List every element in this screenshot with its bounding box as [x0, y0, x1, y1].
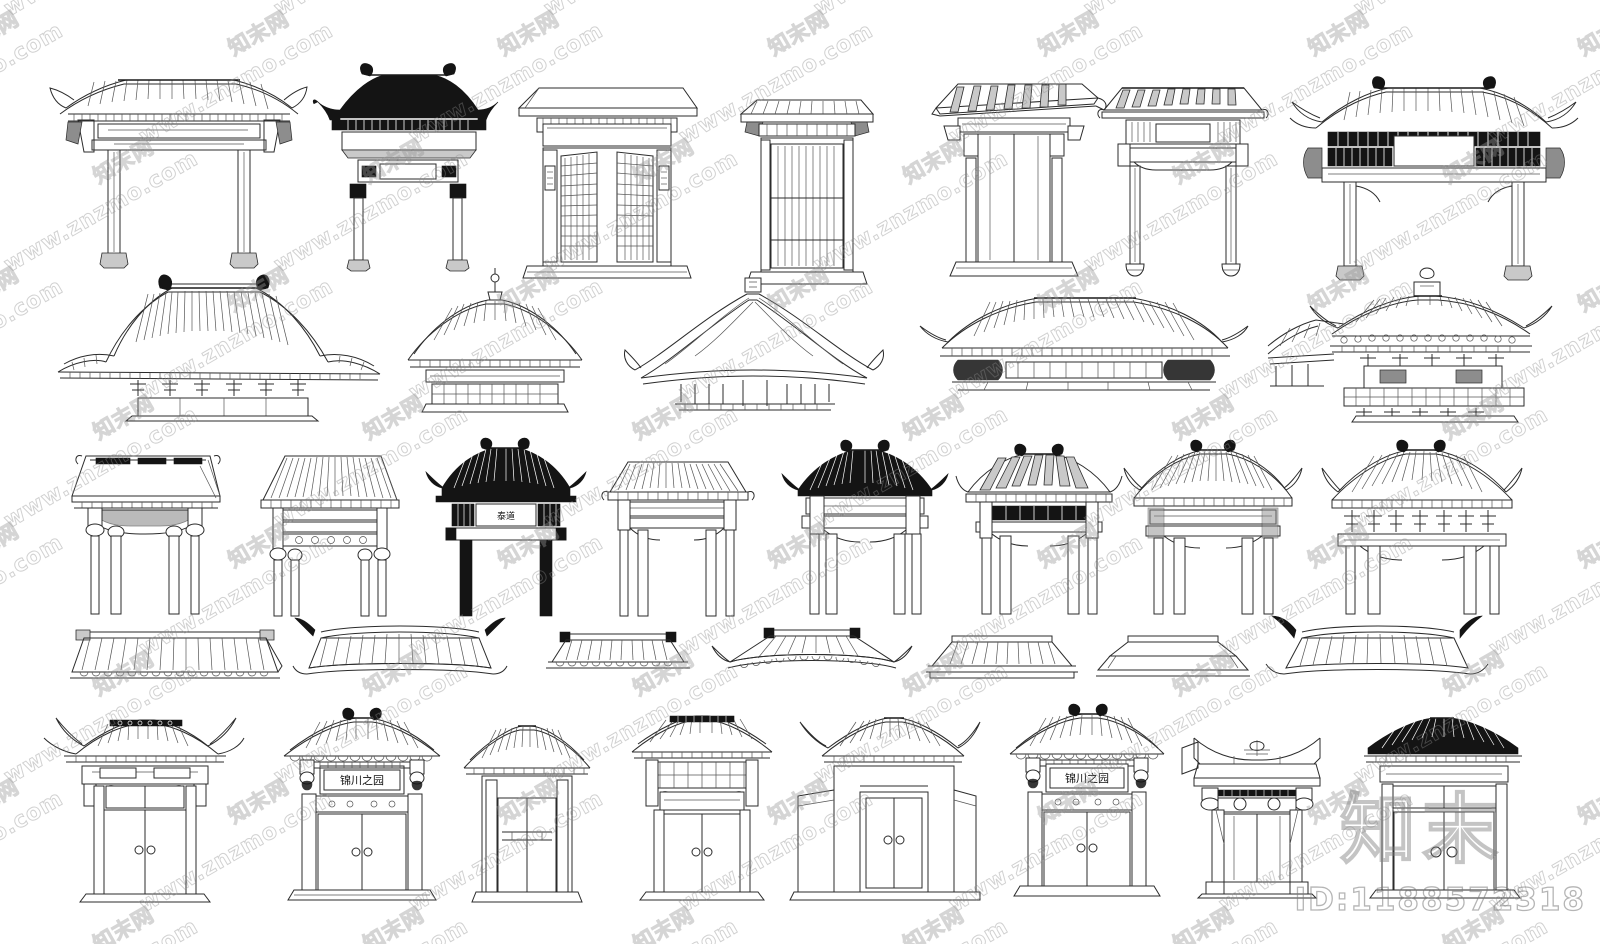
id-watermark: ID:1188572318	[1294, 881, 1586, 918]
row-4-roof-sections	[0, 608, 1600, 688]
garden-plaque-text-right: 锦川之园	[1065, 771, 1109, 785]
watermark-text: www.znzmo.com	[270, 914, 474, 944]
tower-roof-two-story-balcony	[1268, 262, 1588, 423]
gateway-dense-bracket-set	[1320, 436, 1520, 618]
watermark-text-cn: 知末网	[899, 902, 969, 944]
watermark-text: www.znzmo.com	[1080, 914, 1284, 944]
gateway-dark-tile-lintel	[958, 438, 1118, 618]
row-3-four-post-gateways: 泰道	[0, 430, 1600, 618]
watermark-text-cn: 知末网	[89, 902, 159, 944]
watermark-text: www.znzmo.com	[1350, 914, 1554, 944]
garden-plaque-text-left: 锦川之园	[340, 773, 384, 787]
watermark-text: www.znzmo.com	[810, 0, 1014, 22]
watermark-text: www.znzmo.com	[270, 0, 474, 22]
roof-section-wide-flare	[712, 618, 912, 683]
gate-lattice-double-door	[513, 68, 703, 286]
row-5-entrance-doors: 锦川之园	[0, 690, 1600, 905]
hall-roof-hip-gable-large	[44, 268, 384, 423]
entrance-door-tile-canopy	[456, 714, 596, 904]
entrance-door-garden-plaque-left: 锦川之园	[272, 702, 452, 902]
hall-roof-tiled-long	[918, 282, 1248, 407]
paifang-dark-roof-plaque	[312, 58, 499, 273]
entrance-door-garden-plaque-right: 锦川之园	[1000, 698, 1175, 898]
entrance-double-door-flying-eave	[44, 698, 244, 903]
archway-plaque-text: 泰道	[497, 510, 515, 522]
watermark-text-cn: 知末网	[359, 902, 429, 944]
roof-section-stepped-plain	[1090, 626, 1255, 681]
gate-narrow-slat-door	[737, 88, 877, 288]
row-2-hall-roofs	[0, 262, 1600, 423]
watermark-text: www.znzmo.com	[540, 914, 744, 944]
watermark-text: www.znzmo.com	[540, 0, 744, 22]
watermark-text: www.znzmo.com	[810, 914, 1014, 944]
gateway-flat-eave-bracket	[60, 440, 225, 615]
roof-section-curved-eave	[1268, 610, 1483, 685]
paifang-two-column-wide-eaves	[48, 48, 308, 270]
roof-section-short-ridge	[538, 620, 698, 680]
pavilion-roof-finial	[400, 262, 590, 422]
row-1-paifang-and-gates	[0, 40, 1600, 285]
watermark-text-cn: 知末网	[629, 902, 699, 944]
gateway-low-tile-roof	[600, 448, 755, 618]
zhimo-logo-watermark: 知末	[1339, 784, 1504, 875]
entrance-door-concave-canopy	[1172, 698, 1342, 899]
gateway-dark-roof-curved	[781, 438, 949, 618]
gate-plain-panel-door	[930, 70, 1100, 285]
watermark-text: www.znzmo.com	[1080, 0, 1284, 22]
entrance-door-wall-wing	[789, 700, 981, 902]
pavilion-roof-curved-sweep	[625, 274, 885, 419]
roof-section-ridge-sweep	[295, 610, 505, 685]
roof-section-stepped-tile	[920, 626, 1085, 681]
gateway-upturned-ridge	[1128, 438, 1298, 618]
watermark-text-cn: 知末网	[1169, 902, 1239, 944]
entrance-door-tile-roof-plain	[1350, 704, 1540, 900]
paifang-bracket-plaque	[1098, 70, 1268, 285]
watermark-text: www.znzmo.com	[1350, 0, 1554, 22]
watermark-text: www.znzmo.com	[0, 0, 203, 22]
watermark-text: www.znzmo.com	[0, 914, 203, 944]
gateway-black-column-plaque: 泰道	[425, 437, 587, 618]
gateway-ribbed-tile-roof	[255, 442, 405, 617]
entrance-door-bracket-frieze	[622, 702, 782, 902]
paifang-ornate-flying-eaves	[1288, 60, 1578, 285]
roof-section-flat-tile	[60, 616, 290, 686]
